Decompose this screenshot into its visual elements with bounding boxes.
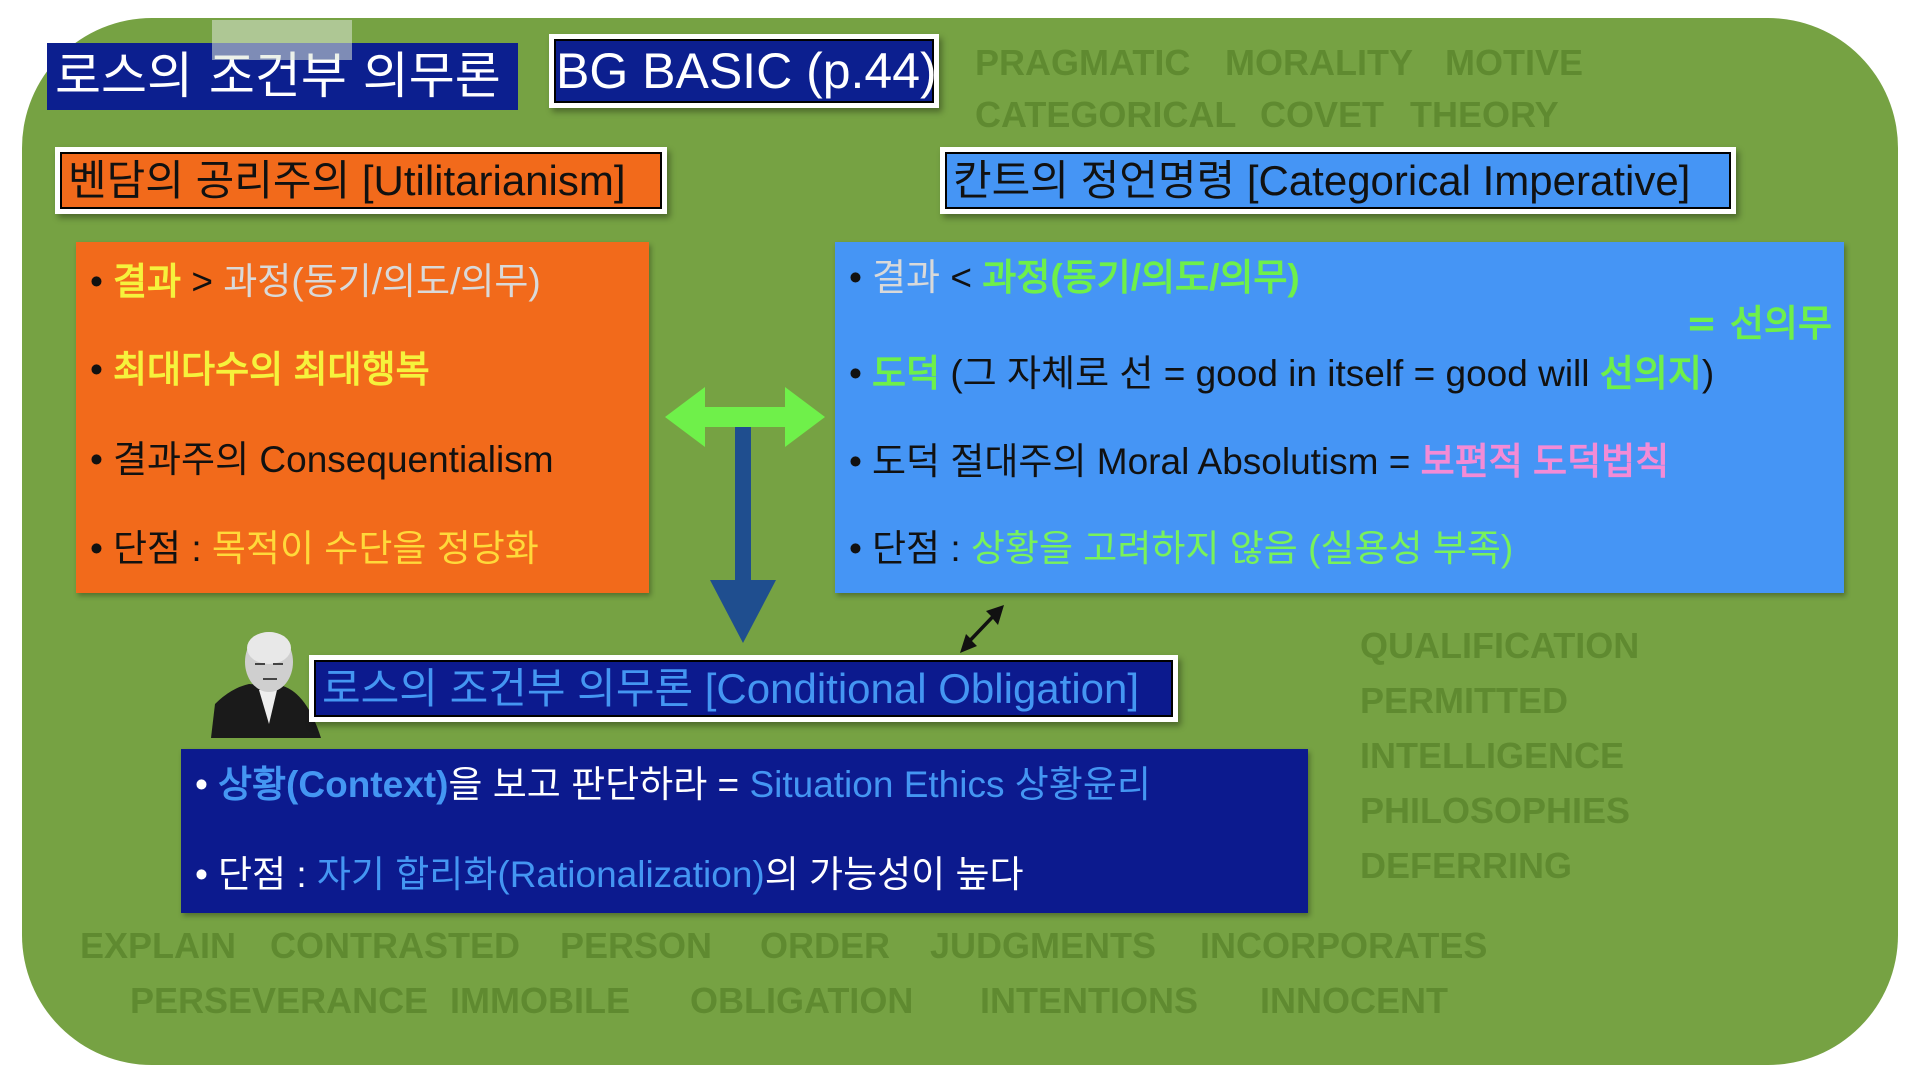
ross-header: 로스의 조건부 의무론 [Conditional Obligation] [309, 655, 1178, 722]
list-item: •결과 < 과정(동기/의도/의무) [849, 256, 1300, 299]
good-duty-note: = 선의무 [1685, 302, 1832, 345]
highlight-text: 상황을 고려하지 않음 (실용성 부족) [970, 528, 1514, 569]
bullet: • [195, 764, 208, 805]
highlight-text: 자기 합리화(Rationalization) [316, 854, 765, 895]
bg-word: INTENTIONS [980, 980, 1199, 1021]
bg-word: EXPLAIN [80, 925, 237, 966]
bullet: • [90, 349, 103, 390]
text: < [940, 257, 983, 298]
double-arrow-icon [665, 387, 825, 447]
bullet: • [90, 261, 103, 302]
list-item: •상황(Context)을 보고 판단하라 = Situation Ethics… [195, 763, 1151, 806]
kant-box: •결과 < 과정(동기/의도/의무) = 선의무 •도덕 (그 자체로 선 = … [835, 242, 1844, 593]
highlight-text: 결과 [112, 261, 182, 302]
bg-word: OBLIGATION [690, 980, 914, 1021]
bullet: • [195, 854, 208, 895]
text: 단점 : [112, 528, 212, 569]
bg-word: MORALITY [1225, 42, 1413, 83]
list-item: •도덕 절대주의 Moral Absolutism = 보편적 도덕법칙 [849, 440, 1669, 483]
bg-word: CATEGORICAL [975, 94, 1237, 135]
small-double-arrow-icon [960, 605, 1004, 653]
bullet: • [90, 528, 103, 569]
utilitarianism-box: •결과 > 과정(동기/의도/의무) •최대다수의 최대행복 •결과주의 Con… [76, 242, 649, 593]
list-item: •결과주의 Consequentialism [90, 438, 554, 481]
bg-word: JUDGMENTS [930, 925, 1157, 966]
text: 결과주의 Consequentialism [112, 439, 554, 480]
bg-word: ORDER [760, 925, 891, 966]
utilitarianism-header: 벤담의 공리주의 [Utilitarianism] [55, 147, 667, 214]
bg-word: THEORY [1410, 94, 1559, 135]
text: 을 보고 판단하라 = [448, 764, 750, 805]
text: 단점 : [871, 528, 971, 569]
highlight-text: 선의지 [1599, 353, 1702, 394]
arrows-diagram [665, 387, 825, 643]
bg-word: PERMITTED [1360, 680, 1569, 721]
kant-header-text: 칸트의 정언명령 [Categorical Imperative] [945, 152, 1731, 209]
text: 단점 : [217, 854, 317, 895]
list-item: •단점 : 상황을 고려하지 않음 (실용성 부족) [849, 527, 1513, 570]
list-item: •단점 : 자기 합리화(Rationalization)의 가능성이 높다 [195, 853, 1024, 896]
list-item: •단점 : 목적이 수단을 정당화 [90, 527, 539, 570]
bg-word: PERSEVERANCE [130, 980, 429, 1021]
bullet: • [849, 353, 862, 394]
bg-word: CONTRASTED [270, 925, 520, 966]
text: 결과 [871, 257, 941, 298]
bg-word: PERSON [560, 925, 713, 966]
highlight-text: 보편적 도덕법칙 [1420, 441, 1670, 482]
utilitarianism-header-text: 벤담의 공리주의 [Utilitarianism] [60, 152, 662, 209]
source-badge-text: BG BASIC (p.44) [554, 39, 937, 103]
highlight-text: Situation Ethics 상황윤리 [749, 764, 1151, 805]
highlight-text: 목적이 수단을 정당화 [211, 528, 539, 569]
text: 도덕 절대주의 Moral Absolutism = [871, 441, 1421, 482]
down-arrow-icon [710, 427, 776, 643]
highlight-text: 도덕 [871, 353, 941, 394]
bg-word: DEFERRING [1360, 845, 1573, 886]
bullet: • [90, 439, 103, 480]
bg-word: COVET [1260, 94, 1385, 135]
text: > [181, 261, 224, 302]
ross-portrait [211, 632, 321, 738]
source-badge: BG BASIC (p.44) [549, 34, 939, 108]
bullet: • [849, 257, 862, 298]
bg-word: IMMOBILE [450, 980, 630, 1021]
kant-header: 칸트의 정언명령 [Categorical Imperative] [940, 147, 1736, 214]
highlight-text: 상황(Context) [217, 764, 449, 805]
list-item: •최대다수의 최대행복 [90, 348, 430, 391]
text: ) [1701, 353, 1715, 394]
bg-word: PRAGMATIC [975, 42, 1191, 83]
highlight-text: 최대다수의 최대행복 [112, 349, 430, 390]
bg-word: INTELLIGENCE [1360, 735, 1625, 776]
text: (그 자체로 선 = good in itself = good will [940, 353, 1600, 394]
bullet: • [849, 441, 862, 482]
bg-word: INNOCENT [1260, 980, 1448, 1021]
ross-header-text: 로스의 조건부 의무론 [Conditional Obligation] [314, 660, 1173, 717]
bg-word: MOTIVE [1445, 42, 1584, 83]
text: 과정(동기/의도/의무) [223, 261, 541, 302]
text: 의 가능성이 높다 [764, 854, 1024, 895]
bg-word: QUALIFICATION [1360, 625, 1640, 666]
bg-word: INCORPORATES [1200, 925, 1488, 966]
ross-box: •상황(Context)을 보고 판단하라 = Situation Ethics… [181, 749, 1308, 913]
highlight-text: 과정(동기/의도/의무) [982, 257, 1300, 298]
tape-decoration [212, 20, 352, 60]
list-item: •결과 > 과정(동기/의도/의무) [90, 260, 541, 303]
bg-word: PHILOSOPHIES [1360, 790, 1631, 831]
list-item: •도덕 (그 자체로 선 = good in itself = good wil… [849, 352, 1714, 395]
bullet: • [849, 528, 862, 569]
